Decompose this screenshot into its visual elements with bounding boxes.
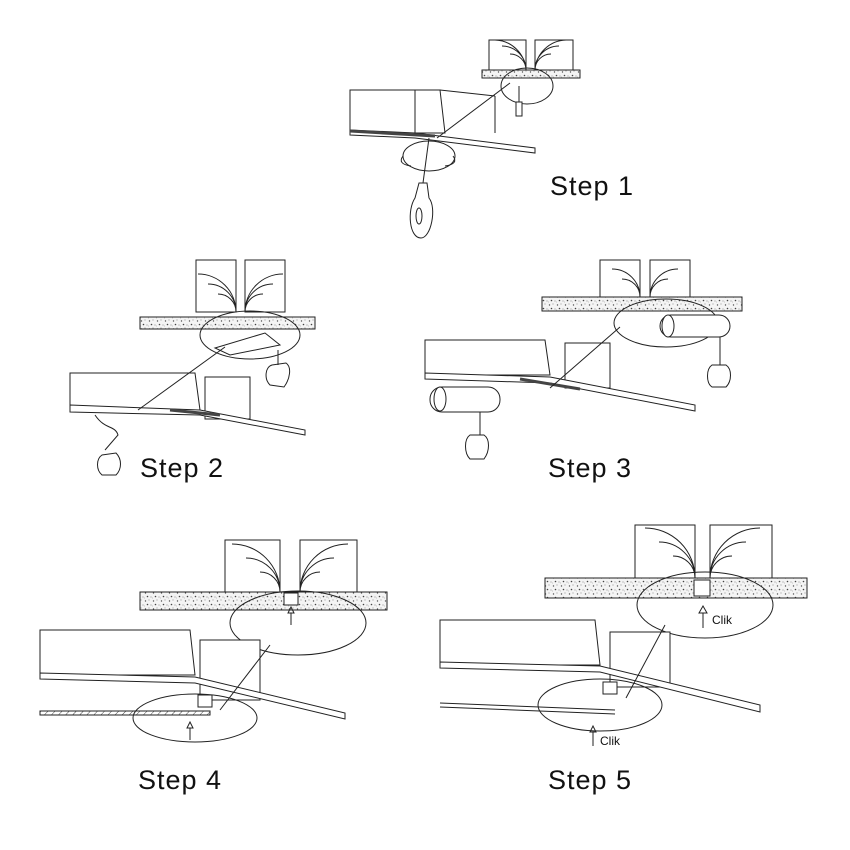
step-4-plasterboard [140,592,387,610]
step-1-label: Step 1 [550,171,635,201]
step-2-ceiling-panel [70,373,305,435]
clik-callout: Clik [712,613,732,627]
step-1-joists [489,40,573,70]
step-2-joists [196,260,285,312]
clik-callout-lower: Clik [600,734,620,748]
step-4-joists [225,540,357,592]
step-5-label: Step 5 [548,765,633,795]
step-5-joists [635,525,772,578]
step-1-illustration: Step 1 [345,38,633,243]
step-5-plasterboard [545,578,807,598]
step-4-ceiling-panel [40,630,345,719]
hand-icon [266,350,290,387]
step-4-illustration: Step 4 [40,535,390,805]
step-3-ceiling-panel [425,340,695,411]
hand-icon [98,453,121,475]
step-5-detail-ellipse [637,572,773,638]
step-1-plasterboard [482,70,580,78]
step-5-ceiling-panel [440,620,760,714]
step-1-detail-ellipse [501,68,553,104]
step-3-illustration: Step 3 [420,255,750,485]
step-3-plasterboard [542,297,742,311]
step-5-illustration: Clik Clik Step 5 [440,520,810,805]
roller-icon [660,315,731,387]
step-2-illustration: Step 2 [60,255,330,485]
step-4-detail-ellipse [230,591,366,655]
step-2-plasterboard [140,317,315,329]
screwdriver-icon [410,138,433,238]
step-1-ceiling-panel [350,90,535,153]
step-3-joists [600,260,690,297]
step-4-label: Step 4 [138,765,223,795]
roller-icon [430,387,500,459]
step-2-detail-ellipse [200,311,300,359]
step-3-label: Step 3 [548,453,633,483]
step-2-label: Step 2 [140,453,225,483]
